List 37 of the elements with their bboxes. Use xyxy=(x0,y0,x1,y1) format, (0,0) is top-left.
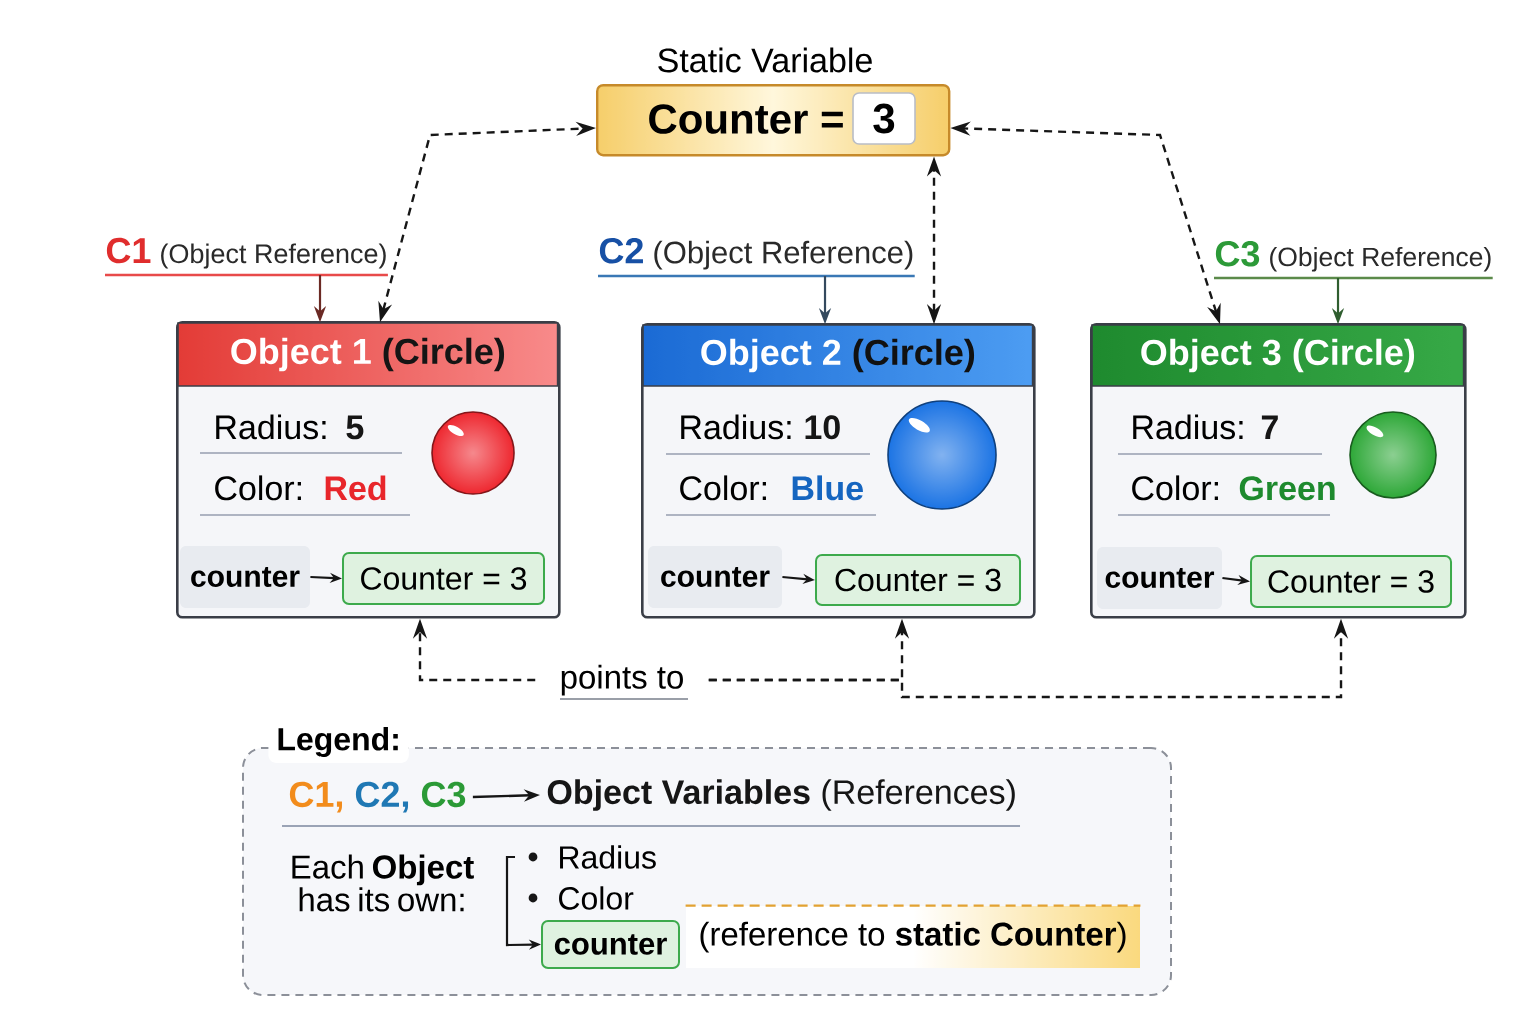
field-value: 5 xyxy=(346,415,364,440)
field-value: Blue xyxy=(792,475,863,501)
value-box: Counter = 3 xyxy=(1250,555,1452,608)
sphere xyxy=(431,411,515,495)
field-value: 10 xyxy=(805,415,840,440)
box-heading: Static Variable xyxy=(658,47,872,73)
label-cell: counter xyxy=(1097,547,1222,609)
field-label: Radius: xyxy=(1133,414,1243,440)
reference-label: C2 (Object Reference) xyxy=(599,238,913,270)
field-label: Radius: xyxy=(681,414,791,440)
legend-text: Object Variables (References) xyxy=(547,779,1015,811)
field-value: 7 xyxy=(1261,415,1278,439)
field-label: Color: xyxy=(680,475,766,501)
list-item: Radius xyxy=(560,845,656,869)
label-cell: counter xyxy=(180,546,310,608)
card-header: Object 1 (Circle) xyxy=(177,322,559,387)
label-cell: counter xyxy=(648,546,782,608)
field-value: Red xyxy=(325,475,386,501)
variable-names: C1, C2, C3 xyxy=(289,781,466,813)
field-label: Color: xyxy=(215,475,301,501)
reference-label: C1 (Object Reference) xyxy=(106,237,386,269)
card-header: Object 3 (Circle) xyxy=(1091,324,1465,387)
value-box: Counter = 3 xyxy=(342,552,545,605)
field-value: Green xyxy=(1239,476,1335,501)
value-box: Counter = 3 xyxy=(815,554,1021,606)
card-header: Object 2 (Circle) xyxy=(642,324,1034,387)
reference-label: C3 (Object Reference) xyxy=(1215,240,1491,272)
field-label: Radius: xyxy=(216,414,326,440)
field-label: Color: xyxy=(1132,475,1218,501)
sphere xyxy=(887,400,997,510)
value-box: counter xyxy=(541,920,680,969)
note-box: (reference to static Counter) xyxy=(685,904,1141,953)
annotation: points to xyxy=(561,664,683,696)
legend-text: Each Object has its own: xyxy=(292,854,474,912)
sphere xyxy=(1349,411,1437,499)
list-item: Color xyxy=(559,886,634,910)
value-box: 3 xyxy=(852,92,916,145)
